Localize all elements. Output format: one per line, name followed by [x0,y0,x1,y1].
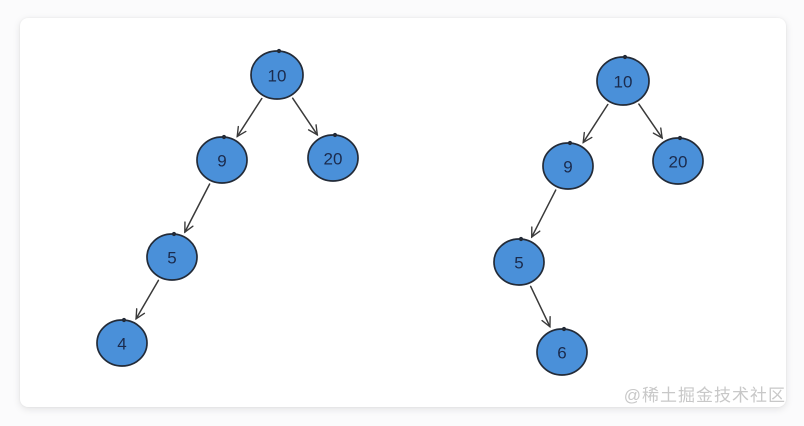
diagram-card [20,18,786,407]
watermark: @稀土掘金技术社区 [623,386,786,405]
